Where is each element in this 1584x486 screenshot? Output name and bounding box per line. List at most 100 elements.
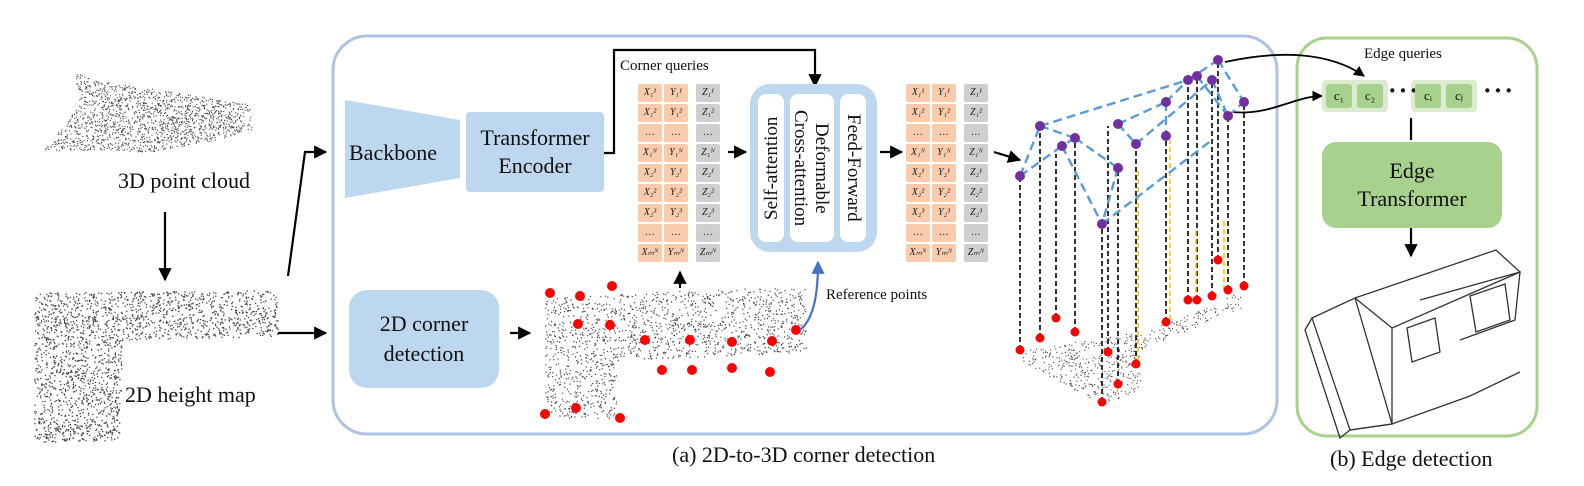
feed-forward-text: Feed-Forward xyxy=(843,114,864,222)
corner-point-3d xyxy=(1035,121,1045,131)
corner-point-3d xyxy=(1161,97,1171,107)
edge-dashed xyxy=(1060,145,1104,225)
height-map-label: 2D height map xyxy=(125,382,256,407)
edge-dashed xyxy=(1039,124,1076,140)
corner-query-cell: … xyxy=(664,124,688,142)
point-cloud-points xyxy=(45,74,253,153)
backbone-block xyxy=(345,100,460,198)
corner-query-cell: X₂¹ xyxy=(638,164,662,182)
corner-query-cell: Z₂² xyxy=(696,184,720,202)
grid-spacer xyxy=(958,224,962,242)
decoded-corner-cell: X₂¹ xyxy=(906,164,930,182)
corner-query-cell: X₁² xyxy=(638,104,662,122)
arrow-reference-points xyxy=(799,260,825,331)
decoded-corner-cell: Z₁² xyxy=(964,104,988,122)
corner-point-base xyxy=(1035,333,1045,343)
corner-point-base xyxy=(1213,255,1223,265)
caption-panel-b: (b) Edge detection xyxy=(1330,446,1493,471)
output-wireframe xyxy=(1304,249,1522,440)
arrow-encoder-to-decoder xyxy=(604,48,822,155)
detection-height-map xyxy=(540,281,807,423)
corner-point-2d xyxy=(765,367,775,377)
corner-point-3d xyxy=(1161,131,1171,141)
corner-query-cell: Z₂¹ xyxy=(696,164,720,182)
decoded-corner-cell: Y₂¹ xyxy=(932,164,956,182)
decoded-corner-cell: … xyxy=(964,224,988,242)
grid-spacer xyxy=(690,184,694,202)
corner-point-3d xyxy=(1113,163,1123,173)
corner-point-3d xyxy=(1097,219,1107,229)
lifted-map-points xyxy=(1023,294,1242,402)
feed-forward-layer xyxy=(840,94,866,242)
corner-point-3d xyxy=(1207,75,1217,85)
corner-point-base xyxy=(1161,317,1171,327)
decoded-corner-cell: … xyxy=(932,124,956,142)
grid-spacer xyxy=(690,144,694,162)
edge-query-ellipsis-2: ··· xyxy=(1483,76,1516,105)
arrow-map-to-backbone xyxy=(286,145,328,277)
corner-point-3d xyxy=(1131,139,1141,149)
corner-query-cell: … xyxy=(638,124,662,142)
corner-point-2d xyxy=(791,325,801,335)
corner-point-2d xyxy=(575,291,585,301)
height-map-points xyxy=(34,290,279,443)
corner-point-base xyxy=(1183,295,1193,305)
decoded-corner-cell: … xyxy=(906,224,930,242)
corner-point-2d xyxy=(727,363,737,373)
corner-query-cell: Zₘᴺ xyxy=(696,244,720,262)
arrow-corners-to-edge-queries-1 xyxy=(1224,53,1365,77)
corner-query-cell: X₂² xyxy=(638,184,662,202)
edge-queries-label: Edge queries xyxy=(1364,46,1442,62)
decoded-corner-cell: … xyxy=(964,124,988,142)
corner-point-base xyxy=(1070,327,1080,337)
arrow-corners-to-edge-queries-2 xyxy=(1231,90,1324,114)
edge-transformer-box: Edge Transformer xyxy=(1322,142,1502,228)
feed-forward-label: Feed-Forward xyxy=(843,96,864,240)
edge-dashed xyxy=(1101,139,1213,225)
decoded-corner-cell: X₁¹ xyxy=(906,84,930,102)
grid-spacer xyxy=(690,204,694,222)
corner-point-base xyxy=(1097,397,1107,407)
corner-point-2d xyxy=(605,320,615,330)
cross-attention-layer xyxy=(790,94,834,242)
edge-dashed xyxy=(1117,100,1167,126)
corner-point-2d xyxy=(615,413,625,423)
edge-query-ellipsis-1: ··· xyxy=(1388,76,1421,105)
self-attention-label: Self-attention xyxy=(761,96,782,240)
corner-point-base xyxy=(1239,281,1249,291)
corner-point-base xyxy=(1113,379,1123,389)
corner-point-2d xyxy=(640,335,650,345)
decoded-corner-cell: Y₂² xyxy=(932,184,956,202)
corner-query-cell: X₁ᴺ xyxy=(638,144,662,162)
grid-spacer xyxy=(690,84,694,102)
grid-spacer xyxy=(690,244,694,262)
corner-query-cell: Z₁² xyxy=(696,104,720,122)
decoded-corner-cell: Z₂³ xyxy=(964,204,988,222)
corner-query-cell: Y₂³ xyxy=(664,204,688,222)
corner-point-3d xyxy=(1015,171,1025,181)
corner-query-cell: Z₁ᴺ xyxy=(696,144,720,162)
decoded-corner-cell: Y₁² xyxy=(932,104,956,122)
decoded-corner-cell: Z₁¹ xyxy=(964,84,988,102)
edge-query-ci: cᵢ xyxy=(1415,84,1441,108)
corner-detection-box: 2D corner detection xyxy=(349,290,499,388)
grid-spacer xyxy=(690,104,694,122)
decoded-corner-cell: Z₁ᴺ xyxy=(964,144,988,162)
edge-query-c2: c₂ xyxy=(1357,84,1383,108)
decoded-corner-cell: Z₂² xyxy=(964,184,988,202)
edge-dashed xyxy=(1039,78,1189,128)
grid-spacer xyxy=(958,84,962,102)
corner-query-cell: … xyxy=(696,124,720,142)
grid-spacer xyxy=(958,164,962,182)
corner-point-2d xyxy=(685,335,695,345)
corner-query-cell: Yₘᴺ xyxy=(664,244,688,262)
edge-dashed xyxy=(1165,79,1189,103)
corner-point-2d xyxy=(540,409,550,419)
corner-point-base xyxy=(1207,291,1217,301)
backbone-label: Backbone xyxy=(349,140,437,165)
edge-dashed xyxy=(1210,79,1230,117)
grid-spacer xyxy=(958,124,962,142)
